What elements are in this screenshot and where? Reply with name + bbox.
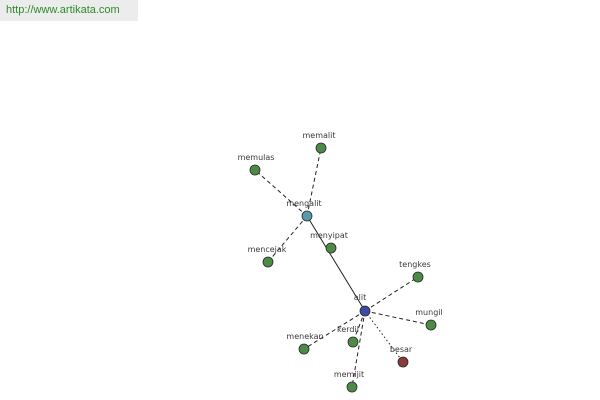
node-label-menyipat[interactable]: menyipat xyxy=(310,231,348,240)
node-label-memalit[interactable]: memalit xyxy=(303,131,336,140)
node-kerdil[interactable] xyxy=(347,336,359,348)
node-memalit[interactable] xyxy=(315,142,327,154)
node-label-tengkes[interactable]: tengkes xyxy=(399,260,431,269)
source-banner: http://www.artikata.com xyxy=(0,0,138,21)
node-memulas[interactable] xyxy=(249,164,261,176)
node-mencejak[interactable] xyxy=(262,256,274,268)
graph-edges xyxy=(254,147,432,388)
node-besar[interactable] xyxy=(397,356,409,368)
source-link[interactable]: http://www.artikata.com xyxy=(6,4,120,16)
node-label-menekan[interactable]: menekan xyxy=(286,332,323,341)
edge-mengalit-memulas xyxy=(254,169,308,217)
edge-mengalit-mencejak xyxy=(267,215,308,263)
node-label-kerdil[interactable]: kerdil xyxy=(337,325,359,334)
graph-nodes: alit mengalit memalit memulas mencejak menyip… xyxy=(238,131,443,393)
node-tengkes[interactable] xyxy=(412,271,424,283)
node-label-besar[interactable]: besar xyxy=(390,345,413,354)
edge-alit-mungil xyxy=(364,310,432,326)
node-mengalit[interactable] xyxy=(301,210,313,222)
node-alit[interactable] xyxy=(359,305,371,317)
node-label-mengalit[interactable]: mengalit xyxy=(286,199,321,208)
edge-alit-kerdil xyxy=(352,310,366,343)
node-label-mencejak[interactable]: mencejak xyxy=(248,245,287,254)
node-menekan[interactable] xyxy=(298,343,310,355)
edge-alit-memijit xyxy=(351,310,366,388)
edge-mengalit-memalit xyxy=(306,147,322,217)
node-label-mungil[interactable]: mungil xyxy=(415,308,442,317)
edge-mengalit-alit xyxy=(306,215,366,312)
node-label-memijit[interactable]: memijit xyxy=(334,370,364,379)
node-label-alit[interactable]: alit xyxy=(354,293,366,302)
node-label-memulas[interactable]: memulas xyxy=(238,153,275,162)
node-memijit[interactable] xyxy=(346,381,358,393)
edge-alit-besar xyxy=(364,310,404,363)
node-menyipat[interactable] xyxy=(325,242,337,254)
node-mungil[interactable] xyxy=(425,319,437,331)
edge-alit-tengkes xyxy=(364,276,419,312)
edge-alit-menekan xyxy=(303,310,366,350)
